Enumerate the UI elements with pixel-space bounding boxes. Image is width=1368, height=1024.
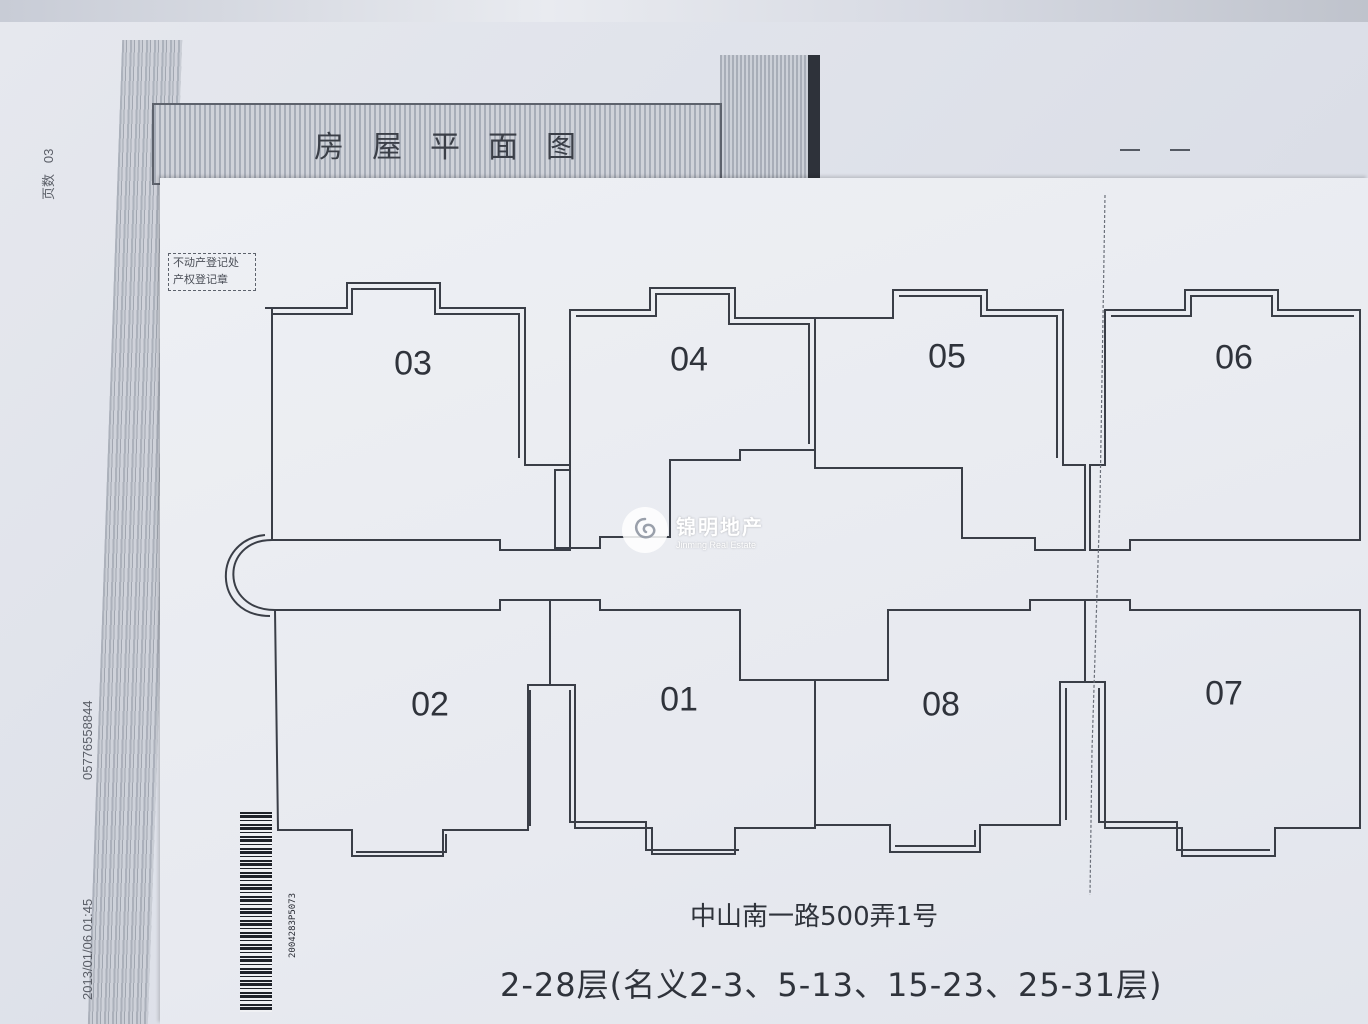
- stamp-line-1: 不动产登记处: [173, 256, 239, 269]
- room-07-label: 07: [1205, 674, 1243, 713]
- title-shade: [720, 55, 820, 185]
- room-05-label: 05: [928, 337, 966, 376]
- barcode: [240, 812, 272, 1012]
- unit-01-outline: [549, 599, 816, 855]
- unit-05-outline: [814, 289, 1086, 551]
- room-03-label: 03: [394, 344, 432, 383]
- unit-04-outline: [554, 287, 816, 549]
- watermark: 锦明地产 Jinming Real Estate: [622, 507, 764, 553]
- unit-06-outline: [1089, 289, 1361, 551]
- unit-03-outline: [265, 282, 571, 551]
- document-title: 房屋平面图: [314, 130, 604, 165]
- title-bar: [808, 55, 820, 185]
- floors-text: 2-28层(名义2-3、5-13、15-23、25-31层): [500, 966, 1163, 1004]
- registration-stamp: 不动产登记处 产权登记章: [168, 253, 256, 291]
- room-02-label: 02: [411, 685, 449, 724]
- unit-02-outline: [273, 599, 551, 857]
- barcode-number: 2004283P5073: [288, 892, 298, 958]
- unit-08-outline: [740, 599, 1086, 853]
- watermark-name-cn: 锦明地产: [676, 514, 764, 539]
- room-06-label: 06: [1215, 338, 1253, 377]
- unit-07-outline: [1084, 599, 1361, 857]
- watermark-logo-icon: [622, 507, 668, 553]
- watermark-name-en: Jinming Real Estate: [676, 539, 757, 550]
- room-01-label: 01: [660, 680, 698, 719]
- corridor-outline: [232, 539, 276, 611]
- room-08-label: 08: [922, 685, 960, 724]
- top-shadow: [0, 0, 1368, 22]
- stamp-line-2: 产权登记章: [173, 273, 228, 286]
- title-box: 房屋平面图: [152, 103, 722, 185]
- fold-line: [1089, 194, 1106, 896]
- room-04-label: 04: [670, 340, 708, 379]
- address-text: 中山南一路500弄1号: [690, 902, 939, 932]
